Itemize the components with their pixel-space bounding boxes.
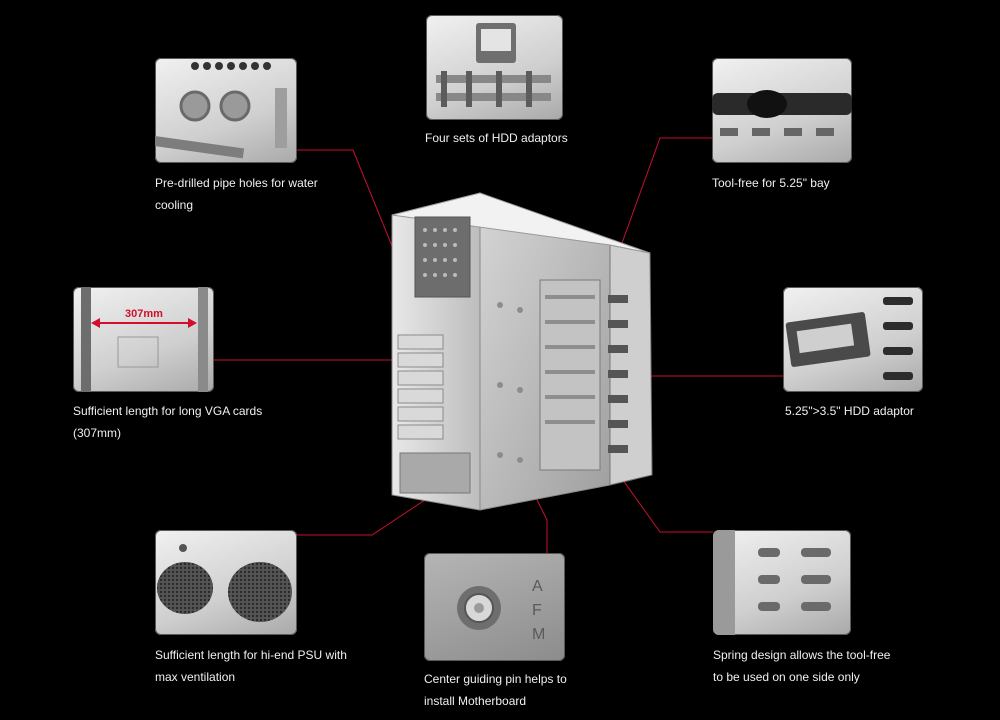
hdd-adaptors-image — [426, 15, 563, 120]
caption-line: 5.25">3.5" HDD adaptor — [785, 404, 914, 418]
pipe-holes-caption: Pre-drilled pipe holes for water cooling — [155, 172, 318, 216]
psu-length-image — [155, 530, 297, 635]
stamp-letter-m: M — [532, 626, 545, 643]
spring-design-image — [713, 530, 851, 635]
stamp-letter-a: A — [532, 578, 543, 595]
caption-line: Sufficient length for hi-end PSU with — [155, 648, 347, 662]
guiding-pin-image: A F M — [424, 553, 565, 661]
spring-design-caption: Spring design allows the tool-free to be… — [713, 644, 890, 688]
caption-line: Tool-free for 5.25" bay — [712, 176, 830, 190]
caption-line: to be used on one side only — [713, 670, 860, 684]
caption-line: Spring design allows the tool-free — [713, 648, 891, 662]
hdd-525-adaptor-image — [783, 287, 923, 392]
tool-free-bay-image — [712, 58, 852, 163]
measure-label: 307mm — [125, 308, 163, 320]
caption-line: (307mm) — [73, 426, 122, 440]
tool-free-bay-caption: Tool-free for 5.25" bay — [712, 172, 830, 194]
vga-length-caption: Sufficient length for long VGA cards (30… — [73, 400, 262, 444]
psu-length-caption: Sufficient length for hi-end PSU with ma… — [155, 644, 347, 688]
pipe-holes-image — [155, 58, 297, 163]
stamp-letter-f: F — [532, 602, 542, 619]
caption-line: max ventilation — [155, 670, 236, 684]
computer-case-image — [391, 192, 653, 511]
caption-line: Center guiding pin helps to — [424, 672, 567, 686]
caption-line: Pre-drilled pipe holes for water — [155, 176, 318, 190]
vga-length-image: 307mm — [73, 287, 214, 392]
caption-line: install Motherboard — [424, 694, 527, 708]
leader-psu-length — [297, 489, 441, 536]
hdd-525-adaptor-caption: 5.25">3.5" HDD adaptor — [785, 400, 914, 422]
hdd-adaptors-caption: Four sets of HDD adaptors — [425, 127, 568, 149]
leader-tool-free-bay — [604, 137, 712, 291]
caption-line: Sufficient length for long VGA cards — [73, 404, 263, 418]
guiding-pin-caption: Center guiding pin helps to install Moth… — [424, 668, 567, 712]
caption-line: cooling — [155, 198, 194, 212]
caption-line: Four sets of HDD adaptors — [425, 131, 568, 145]
